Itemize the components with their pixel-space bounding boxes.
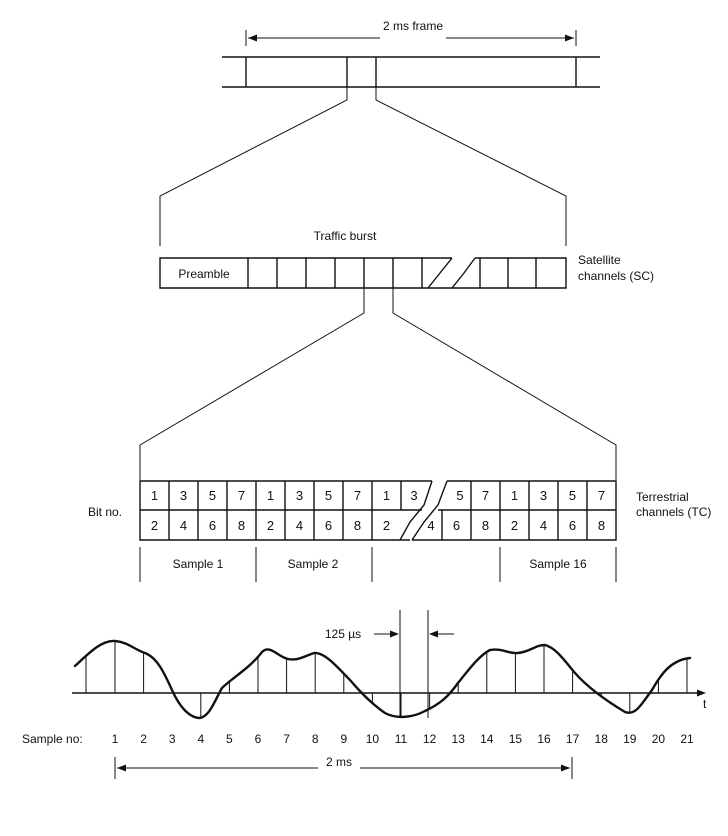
bit-cell: 8: [482, 518, 489, 533]
sample-number: 1: [112, 732, 119, 746]
bit-cell: 6: [209, 518, 216, 533]
burst-box-right: [452, 257, 567, 289]
sample-number: 10: [366, 732, 380, 746]
burst-expansion-line-right: [375, 87, 567, 246]
bit-cell: 3: [296, 488, 303, 503]
sample-number: 12: [423, 732, 437, 746]
bit-cell: 1: [151, 488, 158, 503]
bit-cell: 5: [569, 488, 576, 503]
sample-label: Sample 1: [173, 557, 224, 571]
span-label-bg: [318, 754, 360, 770]
frame-dim-arrow-right: [565, 34, 574, 42]
sample-number: 6: [255, 732, 262, 746]
bit-cell: 7: [598, 488, 605, 503]
sample-number: 2: [140, 732, 147, 746]
bit-cell: 2: [267, 518, 274, 533]
tc-expansion-line-right: [392, 288, 617, 480]
sample-number: 16: [537, 732, 551, 746]
satellite-channels-label: channels (SC): [578, 269, 654, 283]
sample-number: 13: [452, 732, 466, 746]
interval-arrow-head-left: [390, 630, 399, 638]
span-label: 2 ms: [326, 755, 352, 769]
bit-cell: 8: [598, 518, 605, 533]
bit-cell: 1: [511, 488, 518, 503]
bit-cell: 5: [456, 488, 463, 503]
sample-number: 17: [566, 732, 580, 746]
span-arrow-right: [561, 764, 570, 772]
preamble-label: Preamble: [178, 267, 230, 281]
terrestrial-channels-section: Bit no. Terrestrial channels (TC) 1 3 5 …: [88, 480, 711, 582]
bit-cell: 1: [267, 488, 274, 503]
tc-expansion-line-left: [139, 288, 365, 480]
time-axis-arrow: [697, 689, 706, 697]
span-arrow-left: [117, 764, 126, 772]
sample-number: 19: [623, 732, 637, 746]
sample-number: 8: [312, 732, 319, 746]
bit-cell: 7: [354, 488, 361, 503]
bit-cell: 7: [482, 488, 489, 503]
frame-section: 2 ms frame: [159, 19, 600, 246]
traffic-burst-title: Traffic burst: [314, 229, 377, 243]
bit-cell: 3: [540, 488, 547, 503]
bit-cell: 6: [325, 518, 332, 533]
interval-label: 125 µs: [325, 627, 361, 641]
burst-expansion-line-left: [159, 87, 348, 246]
sample-number: 21: [680, 732, 694, 746]
time-axis-label: t: [703, 697, 707, 711]
bit-cell: 3: [180, 488, 187, 503]
bit-cell: 8: [238, 518, 245, 533]
satellite-channels-label: Satellite: [578, 253, 621, 267]
sample-number: 5: [226, 732, 233, 746]
bit-cell: 1: [383, 488, 390, 503]
sample-number: 7: [283, 732, 290, 746]
bit-cell: 8: [354, 518, 361, 533]
interval-arrow-head-right: [429, 630, 438, 638]
sample-label: Sample 2: [288, 557, 339, 571]
bit-cell: 6: [453, 518, 460, 533]
sample-number: 11: [395, 732, 408, 746]
frame-label: 2 ms frame: [383, 19, 443, 33]
bit-cell: 5: [325, 488, 332, 503]
bit-cell: 4: [427, 518, 434, 533]
sample-number: 4: [197, 732, 204, 746]
bit-cell: 4: [296, 518, 303, 533]
traffic-burst-section: Traffic burst Preamble Satellite channel…: [139, 229, 654, 480]
bit-cell: 7: [238, 488, 245, 503]
terrestrial-channels-label: Terrestrial: [636, 490, 689, 504]
bit-cell: 3: [410, 488, 417, 503]
bit-number-label: Bit no.: [88, 505, 122, 519]
sample-number: 9: [340, 732, 347, 746]
sample-number: 14: [480, 732, 494, 746]
bit-cell: 4: [180, 518, 187, 533]
sample-label: Sample 16: [529, 557, 587, 571]
tc-break-left: [399, 480, 433, 541]
bit-cell: 2: [151, 518, 158, 533]
sample-number-label: Sample no:: [22, 732, 83, 746]
terrestrial-channels-label: channels (TC): [636, 505, 711, 519]
tc-break-right: [411, 480, 448, 541]
burst-break-right: [451, 257, 476, 289]
sample-number: 18: [595, 732, 609, 746]
bit-cell: 4: [540, 518, 547, 533]
bit-cell: 2: [511, 518, 518, 533]
sample-number: 20: [652, 732, 666, 746]
sample-number: 3: [169, 732, 176, 746]
burst-break-left: [427, 257, 453, 289]
frame-dim-arrow-left: [248, 34, 257, 42]
bit-cell: 5: [209, 488, 216, 503]
bit-cell: 2: [383, 518, 390, 533]
analog-signal-curve: [73, 639, 692, 720]
sample-number: 15: [509, 732, 523, 746]
sample-stems: [85, 641, 688, 718]
bit-cell: 6: [569, 518, 576, 533]
